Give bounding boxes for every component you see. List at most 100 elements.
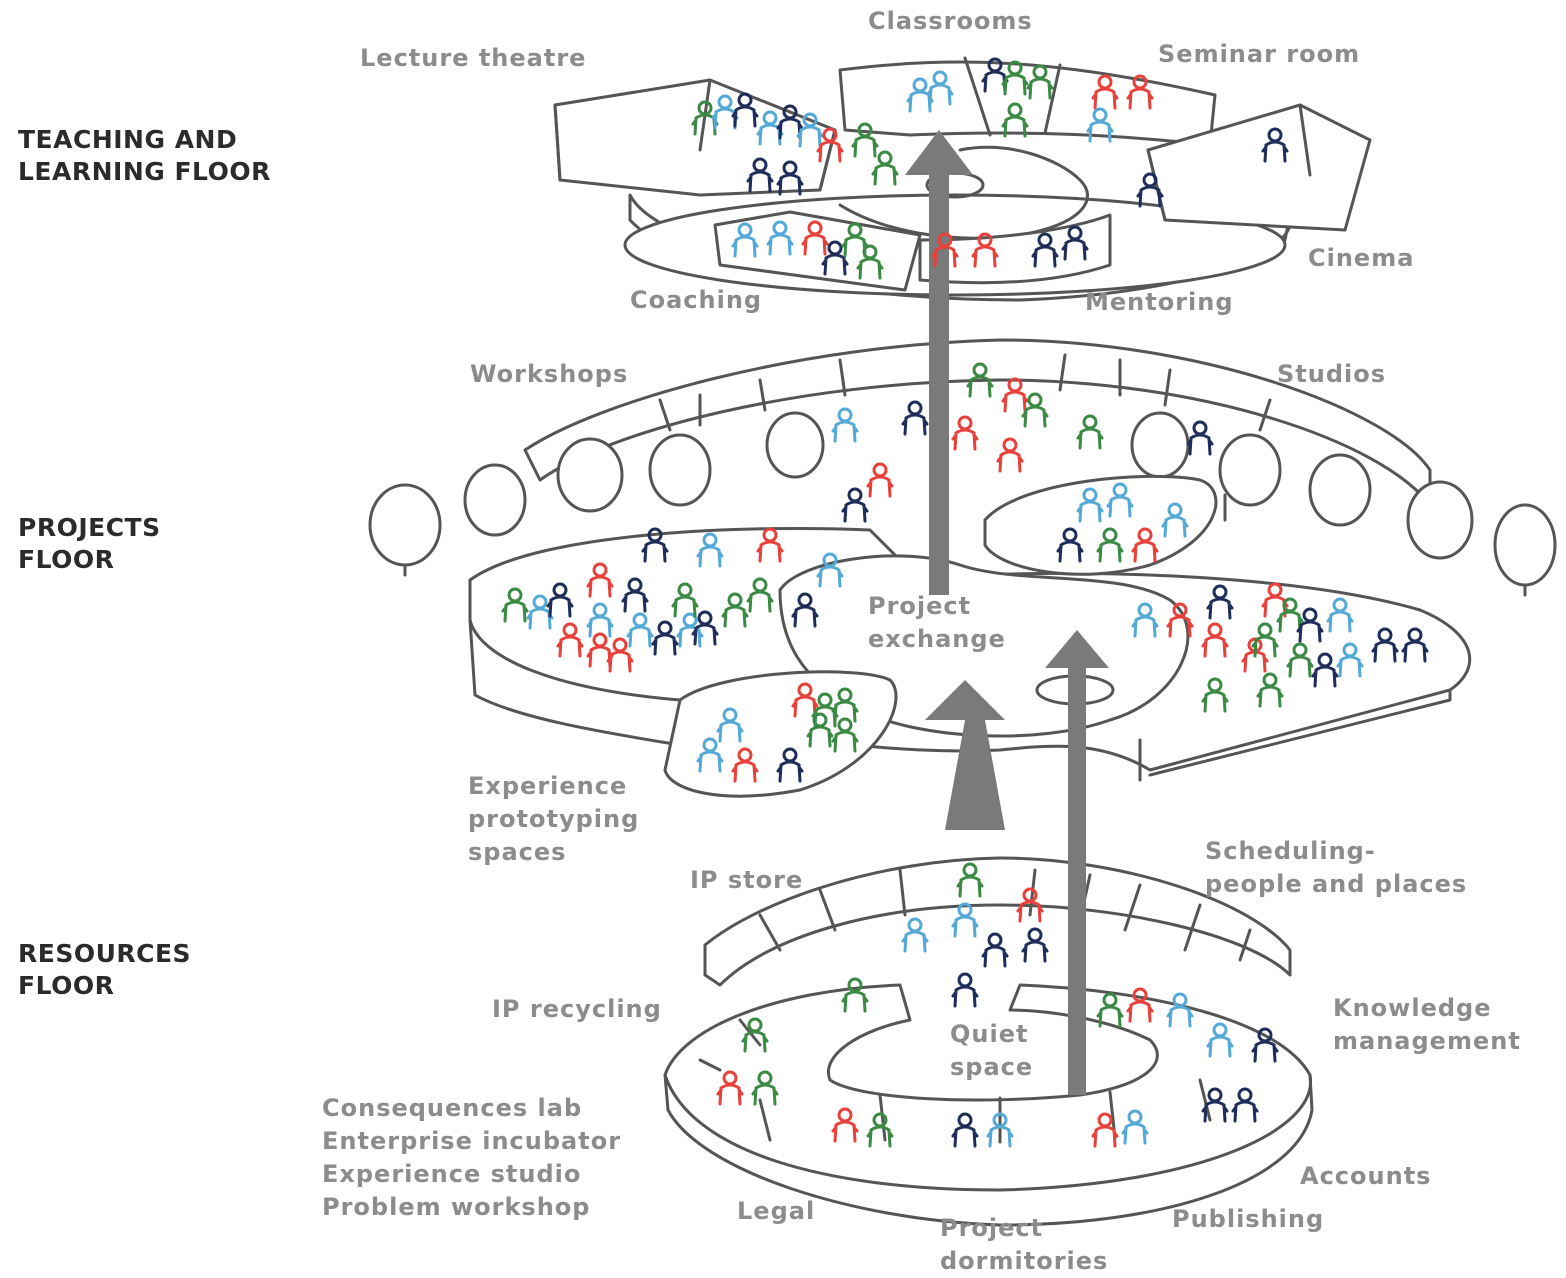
- person-figure: [696, 532, 724, 568]
- label-lecture-theatre: Lecture theatre: [360, 44, 587, 72]
- person-figure: [1201, 1087, 1229, 1123]
- person-figure: [971, 232, 999, 268]
- person-figure: [731, 222, 759, 258]
- person-figure: [626, 612, 654, 648]
- person-figure: [1016, 887, 1044, 923]
- person-figure: [791, 682, 819, 718]
- person-figure: [1256, 672, 1284, 708]
- label-studios: Studios: [1277, 360, 1387, 388]
- label-experience-prototyping: Experience prototyping spaces: [468, 772, 640, 866]
- coaching-room: [713, 210, 922, 292]
- label-seminar-room: Seminar room: [1158, 40, 1361, 68]
- person-figure: [1186, 420, 1214, 456]
- person-figure: [1131, 602, 1159, 638]
- resources-floor-title: RESOURCES FLOOR: [18, 939, 192, 1000]
- person-figure: [741, 1017, 769, 1053]
- person-figure: [621, 577, 649, 613]
- person-figure: [1241, 637, 1269, 673]
- person-figure: [1166, 992, 1194, 1028]
- person-figure: [1371, 627, 1399, 663]
- label-cinema: Cinema: [1308, 244, 1415, 272]
- person-figure: [856, 244, 884, 280]
- label-scheduling: Scheduling- people and places: [1205, 837, 1468, 898]
- label-classrooms: Classrooms: [868, 7, 1033, 35]
- label-publishing: Publishing: [1172, 1205, 1325, 1233]
- person-figure: [671, 582, 699, 618]
- person-figure: [801, 220, 829, 256]
- teaching-floor-title: TEACHING AND LEARNING FLOOR: [18, 125, 271, 186]
- arrow-big-left: [925, 680, 1005, 830]
- person-figure: [776, 747, 804, 783]
- person-figure: [951, 1112, 979, 1148]
- person-figure: [556, 622, 584, 658]
- person-figure: [796, 112, 824, 148]
- trees: [368, 411, 1557, 597]
- person-figure: [841, 222, 869, 258]
- person-figure: [1076, 487, 1104, 523]
- person-figure: [866, 1112, 894, 1148]
- resources-ring: [663, 983, 1313, 1192]
- person-figure: [1001, 377, 1029, 413]
- person-figure: [1311, 652, 1339, 688]
- person-figure: [1261, 127, 1289, 163]
- label-labs: Consequences lab Enterprise incubator Ex…: [322, 1094, 622, 1221]
- person-figure: [1061, 225, 1089, 261]
- person-figure: [1136, 172, 1164, 208]
- person-figure: [866, 462, 894, 498]
- label-coaching: Coaching: [630, 286, 763, 314]
- person-figure: [951, 902, 979, 938]
- circulation-arrows: [905, 130, 1109, 1095]
- person-figure: [1336, 642, 1364, 678]
- person-figure: [831, 407, 859, 443]
- person-figure: [746, 157, 774, 193]
- person-figure: [1401, 627, 1429, 663]
- person-figure: [586, 602, 614, 638]
- person-figure: [851, 122, 879, 158]
- person-figure: [776, 160, 804, 196]
- person-figure: [956, 862, 984, 898]
- people-figures: [501, 57, 1429, 1148]
- teaching-floor-drawing: [553, 56, 1372, 302]
- person-figure: [1231, 1087, 1259, 1123]
- arrow-head-right: [1045, 630, 1109, 668]
- person-figure: [586, 562, 614, 598]
- person-figure: [831, 687, 859, 723]
- resources-floor-drawing: [663, 856, 1314, 1227]
- person-figure: [951, 972, 979, 1008]
- arrow-head-central: [905, 130, 973, 175]
- person-figure: [951, 415, 979, 451]
- person-figure: [1161, 502, 1189, 538]
- person-figure: [1126, 987, 1154, 1023]
- person-figure: [1131, 527, 1159, 563]
- person-figure: [841, 977, 869, 1013]
- person-figure: [501, 587, 529, 623]
- person-figure: [731, 747, 759, 783]
- person-figure: [1201, 677, 1229, 713]
- person-figure: [1096, 527, 1124, 563]
- person-figure: [871, 150, 899, 186]
- person-figure: [716, 707, 744, 743]
- person-figure: [1021, 392, 1049, 428]
- label-project-exchange: Project exchange: [868, 592, 1006, 653]
- person-figure: [1021, 927, 1049, 963]
- person-figure: [816, 552, 844, 588]
- person-figure: [1086, 107, 1114, 143]
- label-legal: Legal: [737, 1197, 816, 1225]
- person-figure: [1251, 1027, 1279, 1063]
- person-figure: [691, 610, 719, 646]
- label-workshops: Workshops: [470, 360, 629, 388]
- person-figure: [756, 527, 784, 563]
- person-figure: [791, 592, 819, 628]
- person-figure: [901, 400, 929, 436]
- person-figure: [996, 437, 1024, 473]
- label-ip-recycling: IP recycling: [492, 995, 662, 1023]
- person-figure: [676, 612, 704, 648]
- person-figure: [841, 487, 869, 523]
- person-figure: [776, 104, 804, 140]
- person-figure: [746, 577, 774, 613]
- person-figure: [1031, 232, 1059, 268]
- person-figure: [831, 717, 859, 753]
- person-figure: [1251, 622, 1279, 658]
